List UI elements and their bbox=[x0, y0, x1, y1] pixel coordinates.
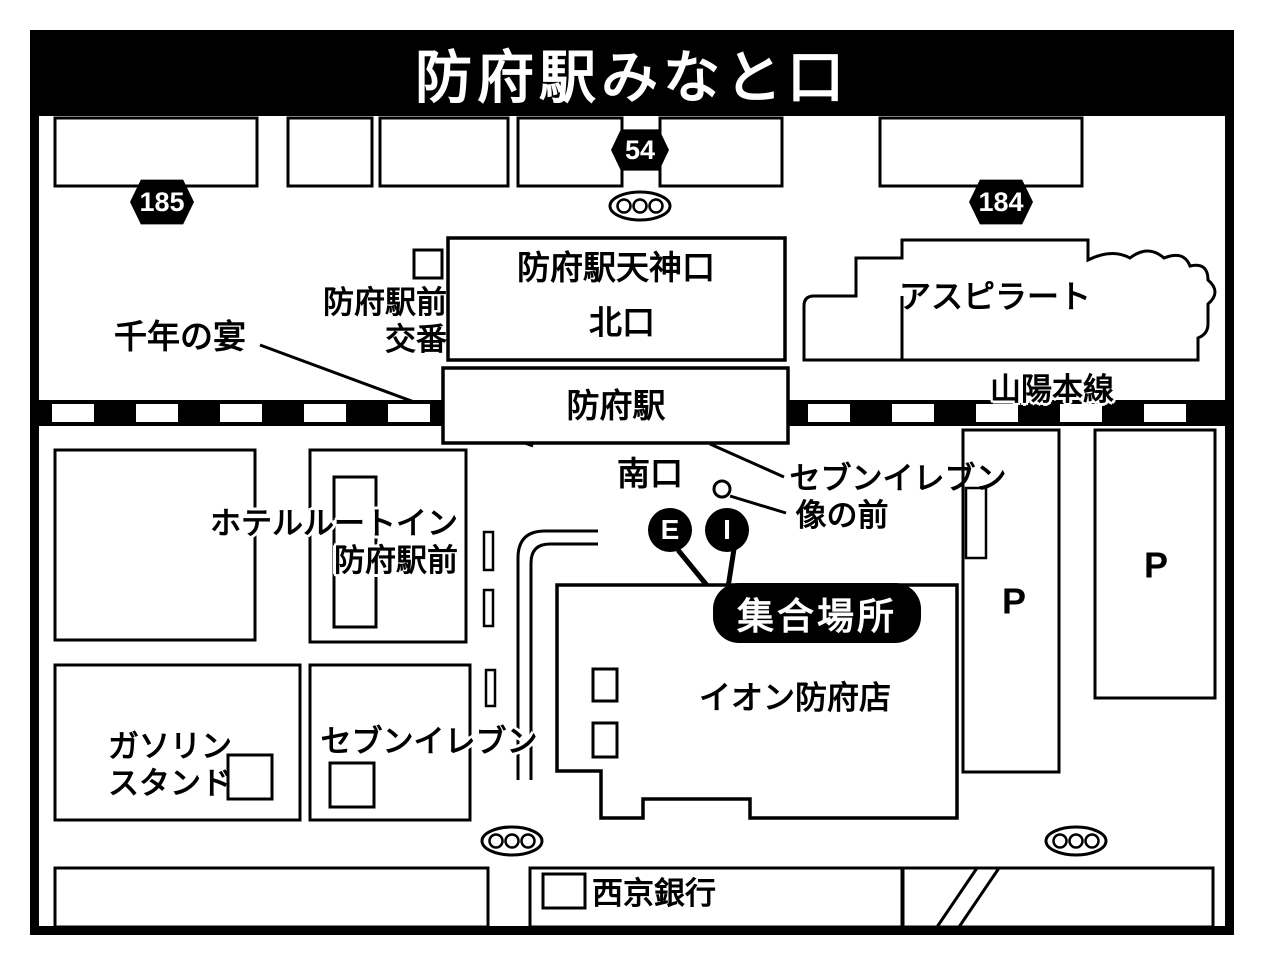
city-block bbox=[878, 116, 1084, 188]
statue-front-label: 像の前 bbox=[795, 498, 889, 534]
route-number: 54 bbox=[624, 134, 656, 165]
marker-e: E bbox=[648, 508, 692, 552]
gas-line1: ガソリン bbox=[108, 729, 232, 764]
route-number: 184 bbox=[978, 186, 1024, 217]
meeting-point-badge: 集合場所 bbox=[713, 583, 921, 643]
sanyo-line-label: 山陽本線 bbox=[990, 372, 1114, 408]
city-block bbox=[53, 116, 259, 188]
chitose-label: 千年の宴 bbox=[114, 318, 246, 356]
bank-label: 西京銀行 bbox=[592, 876, 716, 911]
marker-i: I bbox=[705, 508, 749, 552]
city-block bbox=[516, 116, 624, 188]
aspirate-label: アスピラート bbox=[898, 278, 1092, 315]
statue-marker-icon bbox=[712, 479, 732, 499]
route-sign-185: 185 bbox=[130, 179, 194, 225]
city-block bbox=[658, 116, 784, 188]
hotel-building bbox=[332, 475, 378, 629]
gas-station-building-icon bbox=[226, 753, 274, 801]
parking-center-label: P bbox=[1001, 580, 1027, 622]
plaza-loop-road-inner bbox=[529, 542, 598, 780]
aeon-building bbox=[555, 583, 959, 820]
north-exit-block bbox=[446, 236, 787, 362]
aspirate-building bbox=[802, 238, 1217, 362]
parking-center-detail bbox=[964, 486, 988, 560]
parking-east-block bbox=[1093, 428, 1217, 700]
north-exit-label: 北口 bbox=[589, 304, 655, 342]
police-box-line1: 防府駅前 bbox=[323, 285, 447, 320]
hotel-line2: 防府駅前 bbox=[334, 543, 458, 579]
city-block bbox=[53, 448, 257, 642]
bank-building-icon bbox=[541, 872, 587, 910]
parking-center-block bbox=[961, 428, 1061, 774]
traffic-light-icon bbox=[608, 190, 672, 222]
gas-station-label: ガソリン スタンド bbox=[108, 728, 232, 802]
seven-eleven-station-label: セブンイレブン bbox=[789, 461, 1007, 497]
hotel-label: ホテルルートイン 防府駅前 bbox=[210, 505, 458, 579]
plaza-loop-road-outer bbox=[516, 529, 598, 780]
city-block bbox=[901, 866, 1215, 929]
statue-leader-line bbox=[729, 494, 787, 515]
traffic-light-icon bbox=[480, 825, 544, 857]
seven-eleven-south-label: セブンイレブン bbox=[320, 724, 538, 760]
police-box-label: 防府駅前 交番 bbox=[323, 284, 447, 358]
diagonal-road-line bbox=[935, 867, 979, 928]
diagonal-road-line bbox=[957, 867, 1001, 928]
city-block bbox=[378, 116, 510, 188]
station-name-label: 防府駅 bbox=[566, 387, 666, 425]
stop-bars bbox=[482, 530, 497, 708]
south-exit-label: 南口 bbox=[617, 455, 683, 493]
gas-line2: スタンド bbox=[108, 766, 232, 802]
police-box-line2: 交番 bbox=[385, 322, 447, 358]
route-number: 185 bbox=[139, 186, 185, 217]
bank-block bbox=[528, 866, 904, 929]
tenjin-exit-label: 防府駅天神口 bbox=[517, 249, 715, 287]
seven-eleven-leader-line bbox=[709, 442, 785, 479]
city-block bbox=[53, 866, 490, 929]
seven-eleven-building-icon bbox=[328, 761, 376, 809]
parking-east-label: P bbox=[1143, 544, 1169, 586]
page-title: 防府駅みなと口 bbox=[30, 30, 1234, 116]
aeon-entrances bbox=[591, 667, 619, 759]
station-building bbox=[441, 366, 790, 445]
hotel-line1: ホテルルートイン bbox=[210, 506, 458, 541]
traffic-light-icon bbox=[1044, 825, 1108, 857]
route-sign-54: 54 bbox=[611, 129, 669, 171]
city-block bbox=[286, 116, 374, 188]
police-box-icon bbox=[412, 248, 444, 280]
route-sign-184: 184 bbox=[969, 179, 1033, 225]
aeon-label: イオン防府店 bbox=[698, 679, 892, 716]
